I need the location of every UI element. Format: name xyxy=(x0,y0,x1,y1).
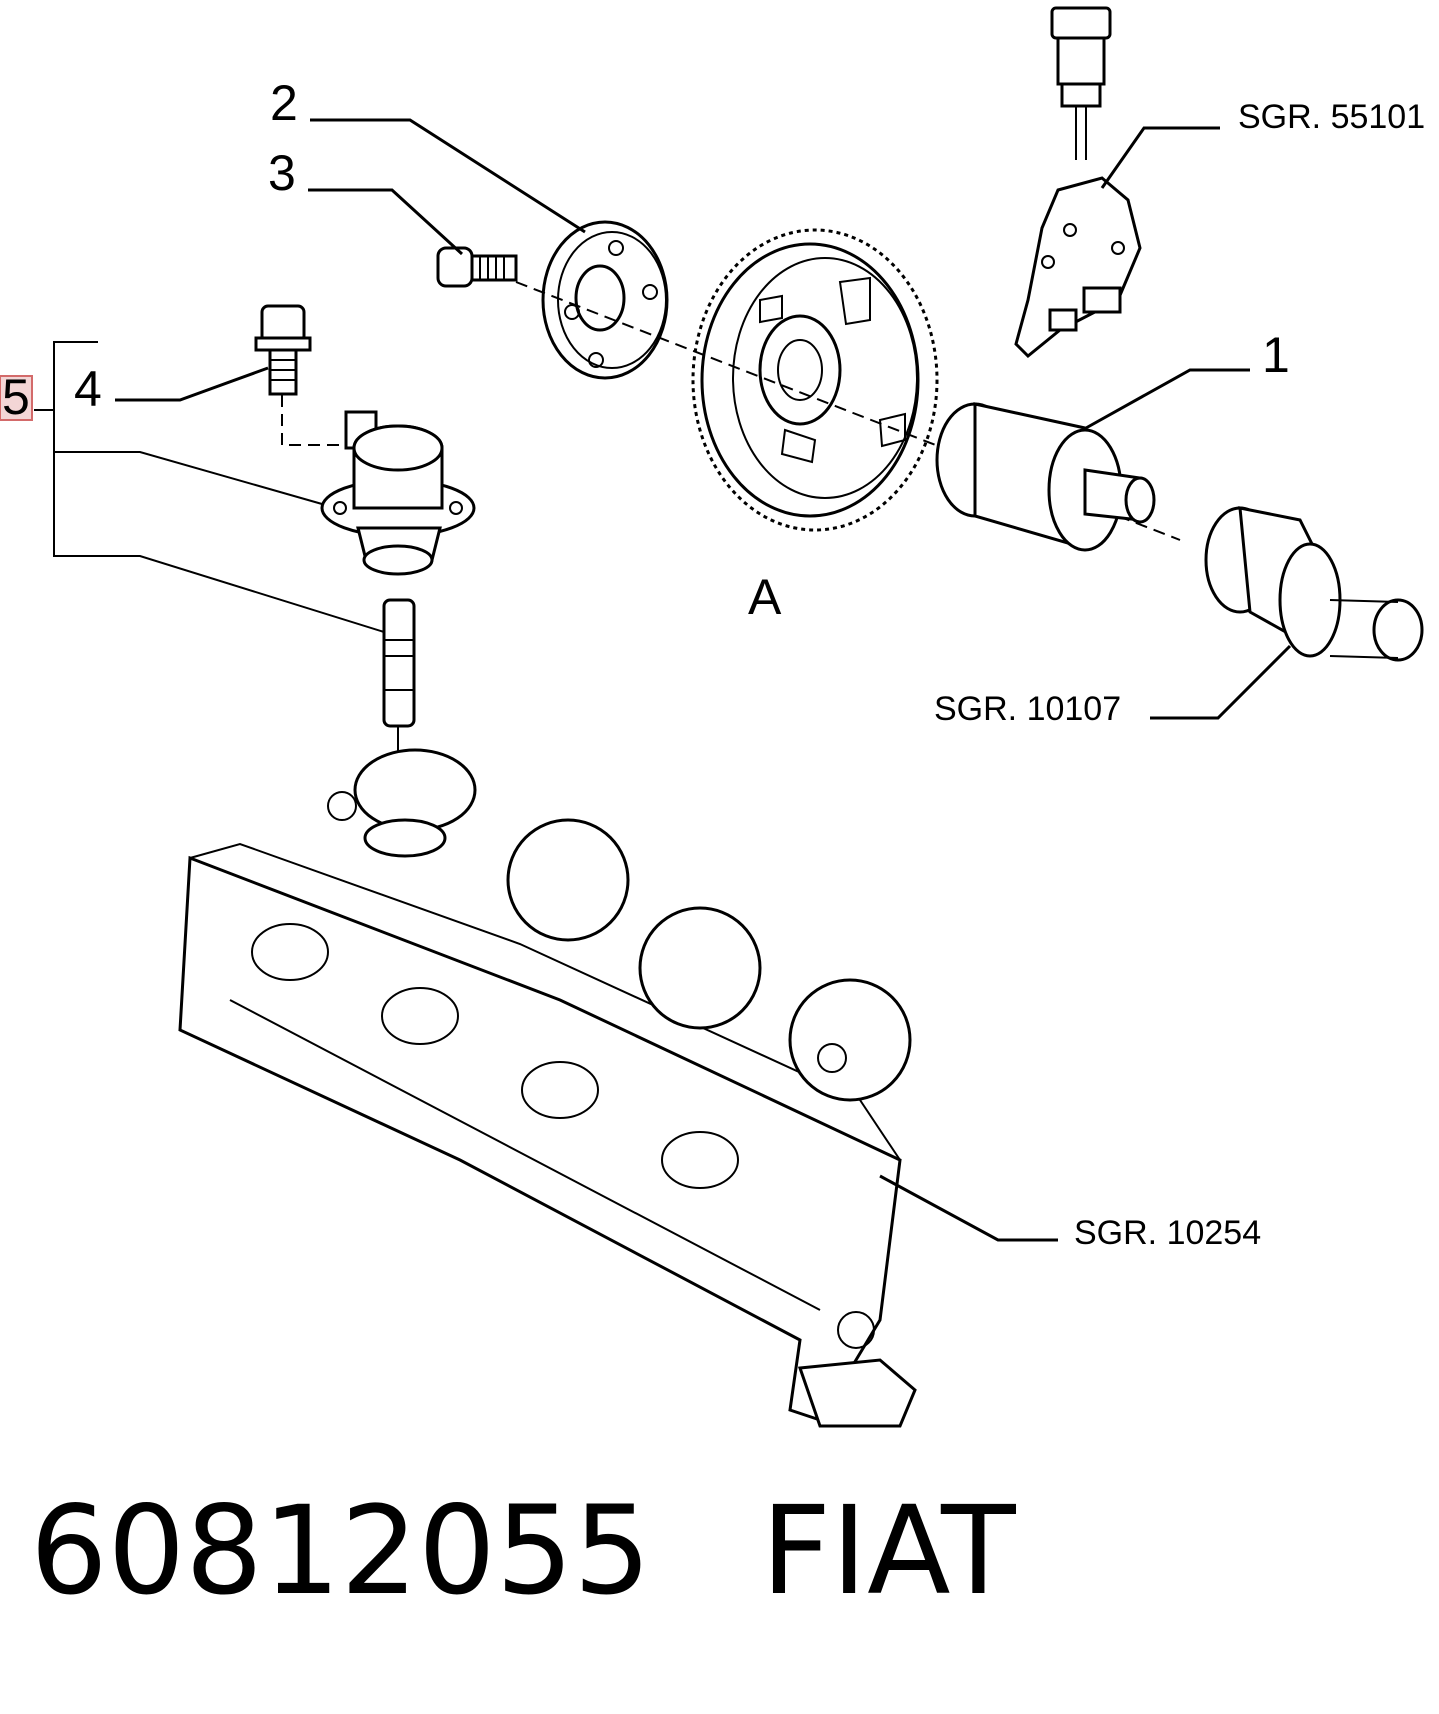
callout-item-4[interactable]: 4 xyxy=(74,361,102,417)
axis-line-valve xyxy=(281,395,361,480)
camshaft-end xyxy=(1204,506,1424,662)
reference-sgr-55101[interactable]: SGR. 55101 xyxy=(1238,98,1425,136)
callout-item-5[interactable]: 5 xyxy=(2,369,30,425)
reference-sgr-10107[interactable]: SGR. 10107 xyxy=(934,690,1121,728)
part-caption: 60812055 FIAT xyxy=(30,1490,1016,1630)
bolt-flanged xyxy=(254,304,312,396)
callout-item-1[interactable]: 1 xyxy=(1262,327,1290,383)
callout-item-2[interactable]: 2 xyxy=(270,75,298,131)
leader-lines xyxy=(34,118,1292,1242)
brand-name: FIAT xyxy=(760,1480,1016,1622)
sensor-with-connector xyxy=(1014,6,1142,359)
washer-disc xyxy=(541,220,669,380)
variator-cylinder xyxy=(935,402,1156,552)
part-number: 60812055 xyxy=(30,1480,651,1622)
camshaft-pulley xyxy=(691,228,939,532)
reference-sgr-10254[interactable]: SGR. 10254 xyxy=(1074,1214,1261,1252)
solenoid-valve xyxy=(320,410,476,576)
callout-item-3[interactable]: 3 xyxy=(268,145,296,201)
cylinder-head xyxy=(178,748,917,1428)
label-a: A xyxy=(748,569,782,625)
item-5-highlight xyxy=(0,375,33,421)
bolt-short xyxy=(436,246,518,288)
